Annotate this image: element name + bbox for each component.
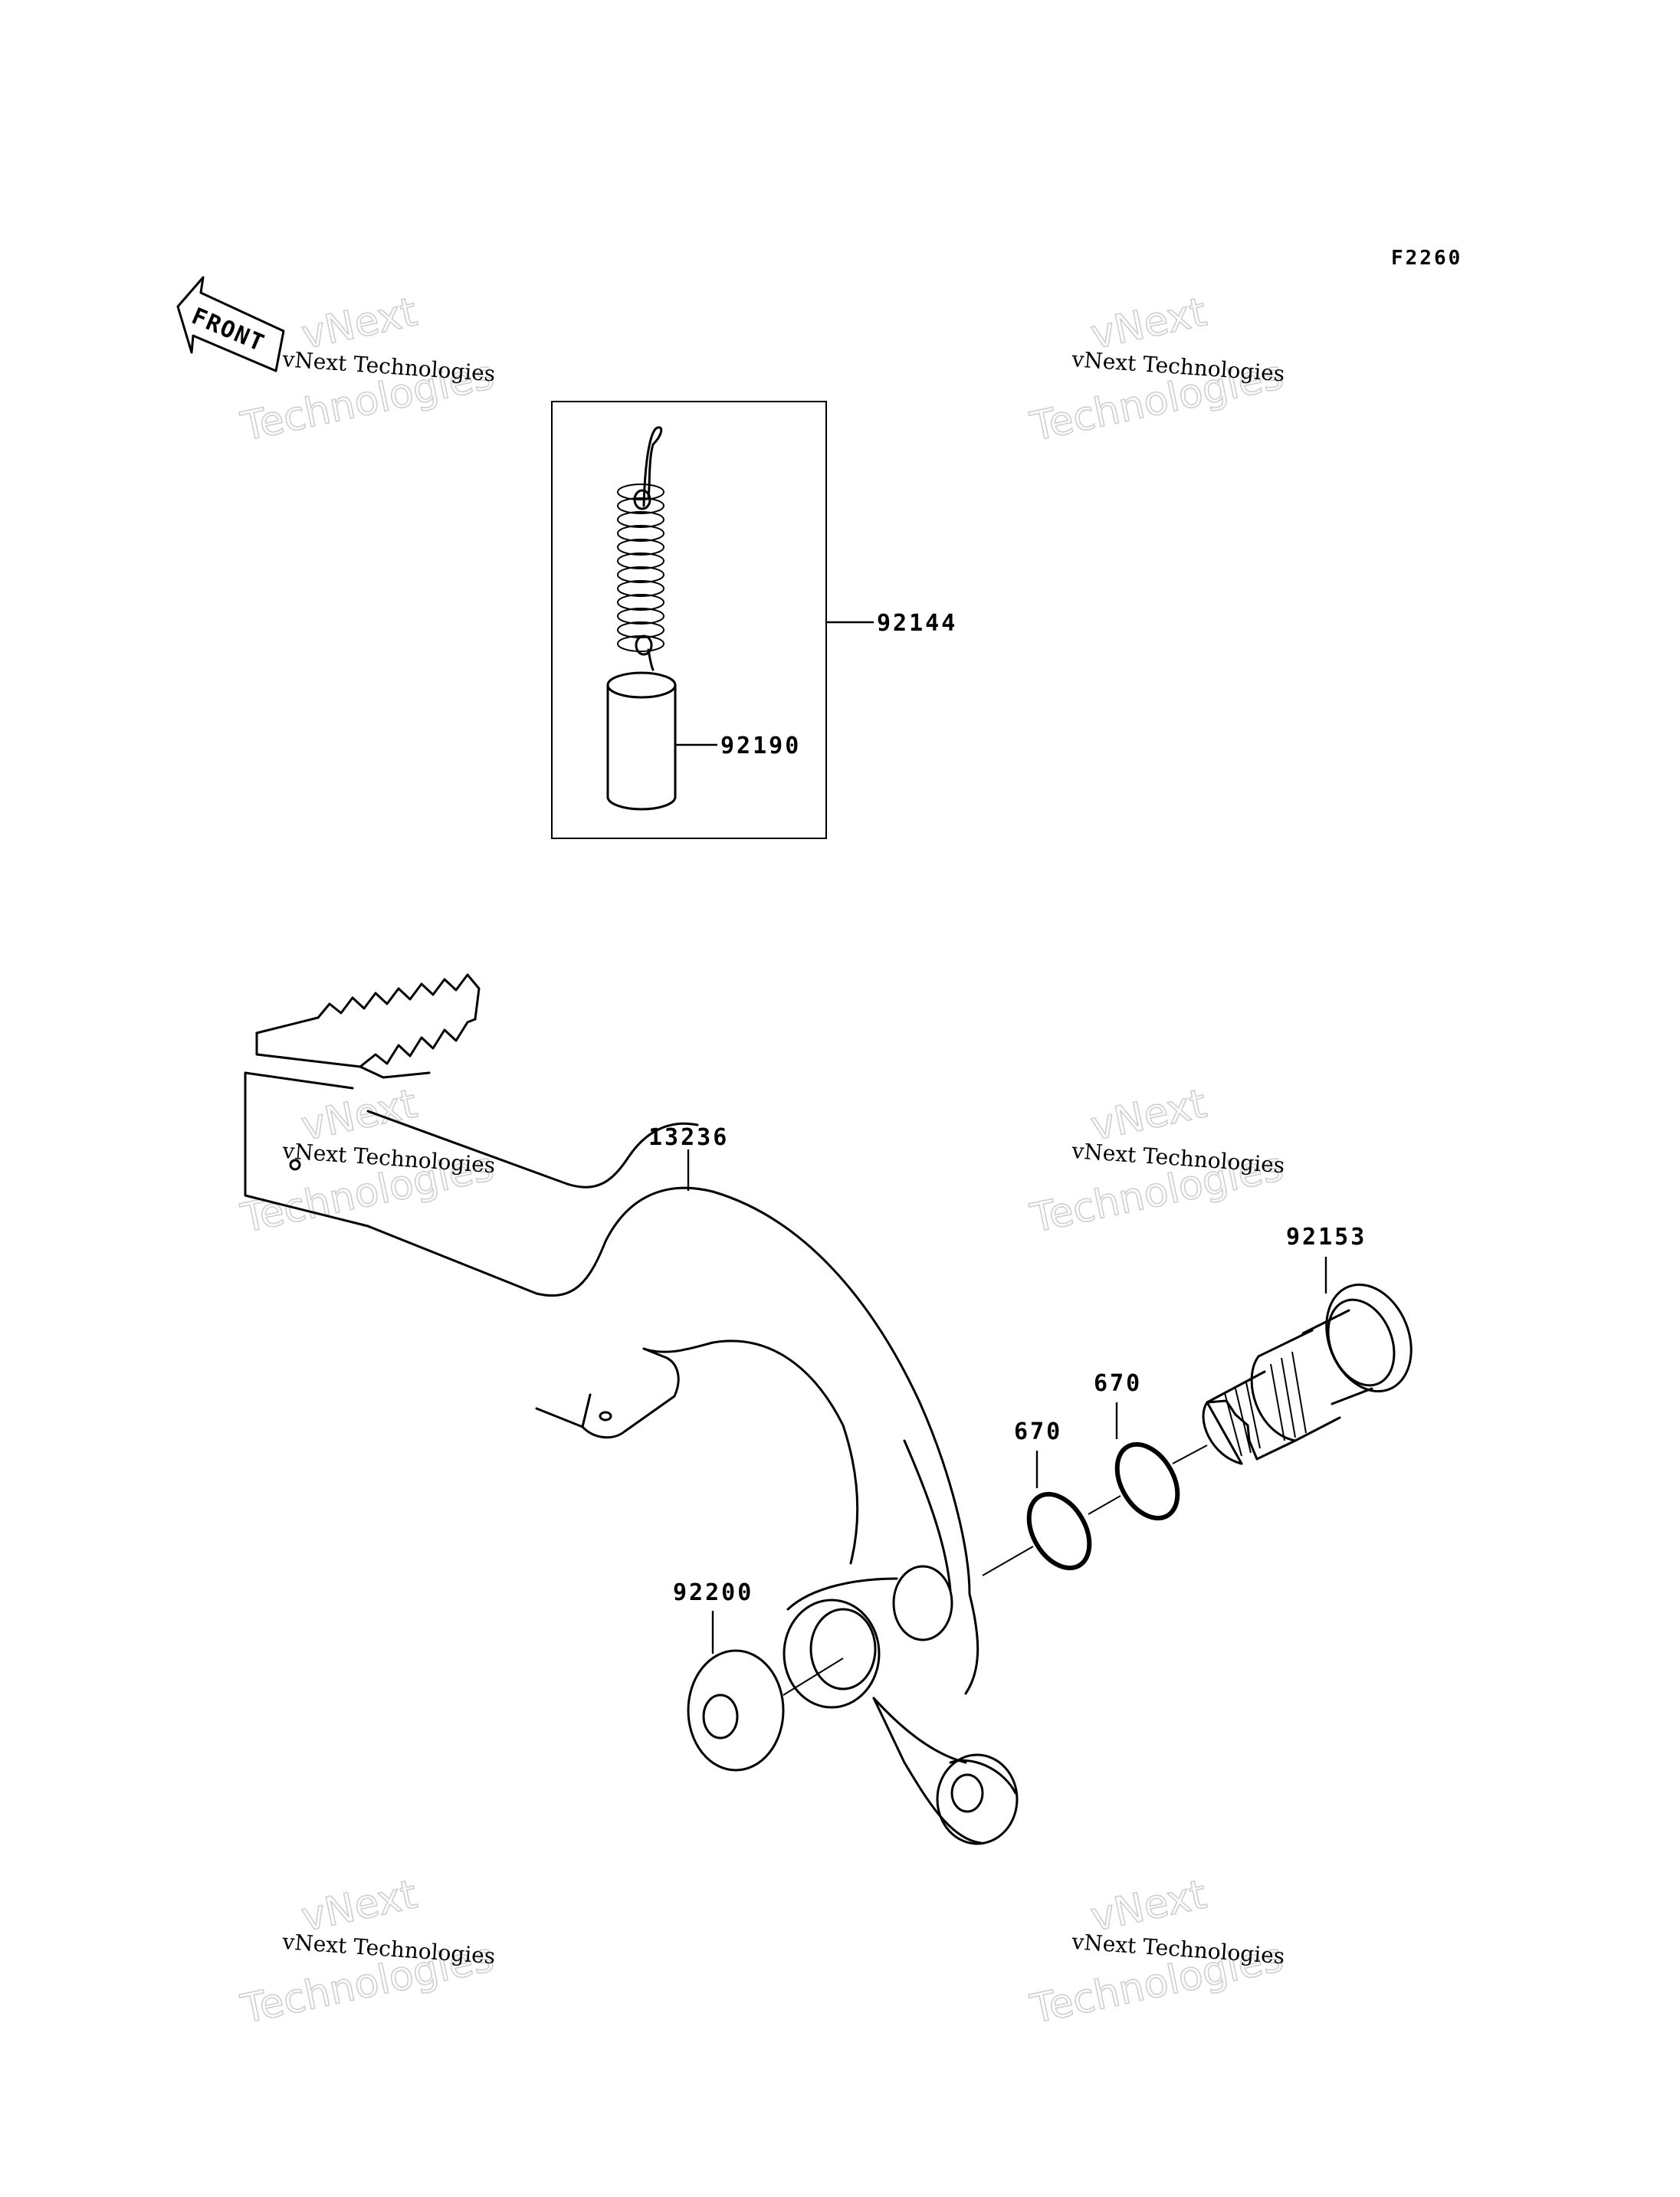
axis-line-1 [1172, 1444, 1208, 1464]
o-ring-upper-icon [1114, 1441, 1180, 1521]
part-label-13236: 13236 [648, 1124, 729, 1151]
diagram-code: F2260 [1391, 247, 1462, 270]
part-label-92153: 92153 [1286, 1224, 1367, 1251]
watermark-mid-left: vNext Technologies vNext Technologies [236, 1080, 498, 1243]
axis-line-4 [783, 1658, 844, 1696]
watermark-top-right: vNext Technologies vNext Technologies [1025, 289, 1288, 451]
brake-pedal-icon [244, 973, 1019, 1845]
bolt-icon [1202, 1283, 1413, 1465]
front-label: FRONT [188, 303, 269, 357]
kit-box [551, 401, 827, 839]
part-label-670-upper: 670 [1094, 1370, 1142, 1397]
watermark-mid-right: vNext Technologies vNext Technologies [1025, 1080, 1288, 1243]
part-label-92200: 92200 [673, 1579, 753, 1606]
axis-line-3 [982, 1546, 1034, 1576]
spring-icon [617, 426, 664, 671]
washer-icon [687, 1649, 785, 1772]
part-label-670-lower: 670 [1014, 1418, 1062, 1445]
o-ring-lower-icon [1026, 1491, 1092, 1571]
collar-icon [606, 671, 677, 811]
watermark-bottom-right: vNext Technologies vNext Technologies [1025, 1871, 1288, 2034]
part-label-92144: 92144 [877, 610, 957, 637]
axis-line-2 [1088, 1495, 1121, 1515]
part-label-92190: 92190 [720, 733, 801, 759]
front-arrow-icon: FRONT [176, 276, 285, 372]
watermark-bottom-left: vNext Technologies vNext Technologies [236, 1871, 498, 2034]
